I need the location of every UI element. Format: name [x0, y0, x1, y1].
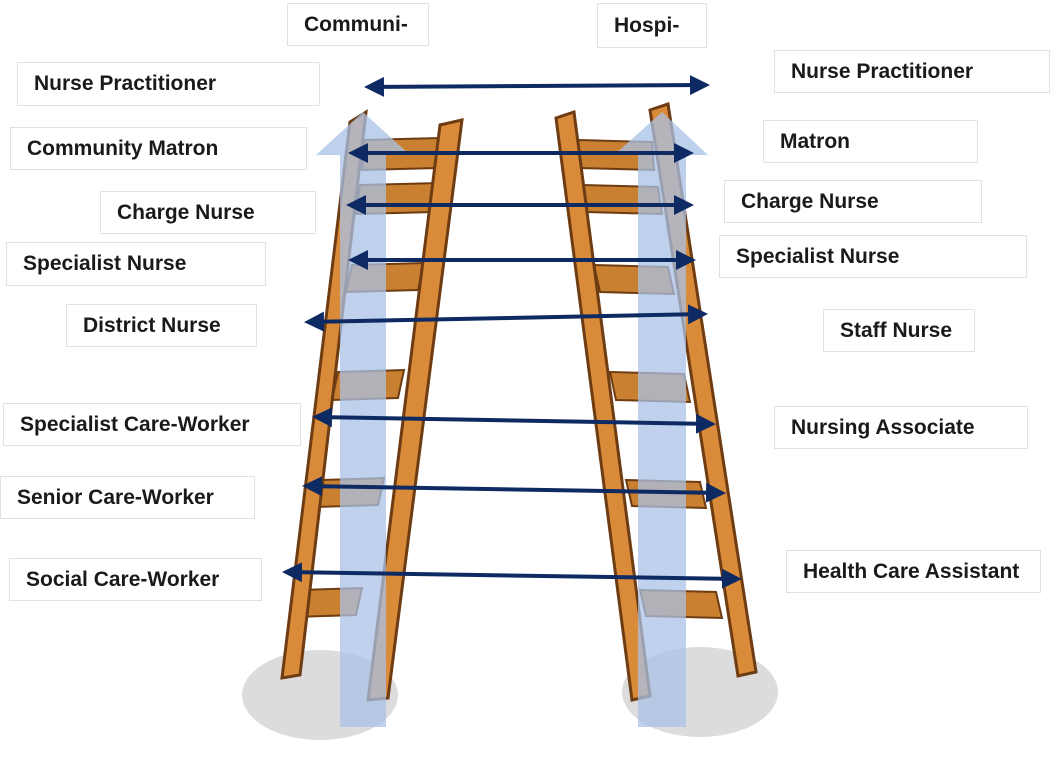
community-role-specialist-nurse: Specialist Nurse — [6, 242, 266, 286]
hospital-role-nurse-practitioner: Nurse Practitioner — [774, 50, 1050, 93]
community-role-charge-nurse: Charge Nurse — [100, 191, 316, 234]
community-header: Communi- — [287, 3, 429, 46]
connector-arrow — [302, 476, 726, 503]
community-role-senior-care-worker: Senior Care-Worker — [0, 476, 255, 519]
connector-arrow — [364, 75, 710, 97]
community-role-specialist-care-worker: Specialist Care-Worker — [3, 403, 301, 446]
connector-arrow — [304, 304, 708, 332]
community-role-community-matron: Community Matron — [10, 127, 307, 170]
connector-arrow — [282, 562, 742, 589]
hospital-role-health-care-assistant: Health Care Assistant — [786, 550, 1041, 593]
hospital-role-matron: Matron — [763, 120, 978, 163]
role-connectors — [282, 75, 742, 589]
community-role-social-care-worker: Social Care-Worker — [9, 558, 262, 601]
community-role-nurse-practitioner: Nurse Practitioner — [17, 62, 320, 106]
hospital-role-nursing-associate: Nursing Associate — [774, 406, 1028, 449]
hospital-header: Hospi- — [597, 3, 707, 48]
connector-arrow — [312, 407, 716, 434]
hospital-role-specialist-nurse: Specialist Nurse — [719, 235, 1027, 278]
hospital-role-charge-nurse: Charge Nurse — [724, 180, 982, 223]
hospital-role-staff-nurse: Staff Nurse — [823, 309, 975, 352]
community-role-district-nurse: District Nurse — [66, 304, 257, 347]
